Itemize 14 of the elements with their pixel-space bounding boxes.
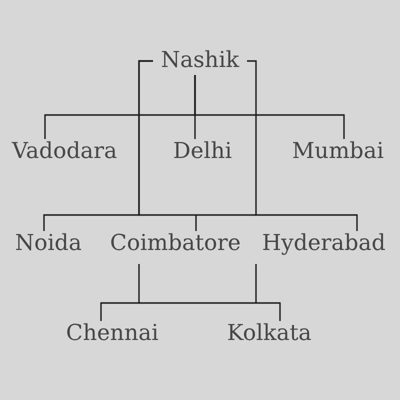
tree-connector <box>247 60 358 231</box>
city-label: Vadodara <box>12 139 118 165</box>
city-label: Hyderabad <box>262 231 386 257</box>
tree-connector <box>138 264 281 321</box>
tree-connector <box>194 75 345 139</box>
city-label: Mumbai <box>292 139 384 165</box>
city-label: Delhi <box>173 139 232 165</box>
city-label: Noida <box>15 231 82 257</box>
city-label: Kolkata <box>227 321 312 347</box>
city-label: Nashik <box>152 48 248 74</box>
tree-connector <box>138 60 257 231</box>
city-label: Chennai <box>66 321 159 347</box>
tree-connector <box>100 264 140 321</box>
city-label: Coimbatore <box>110 231 258 262</box>
